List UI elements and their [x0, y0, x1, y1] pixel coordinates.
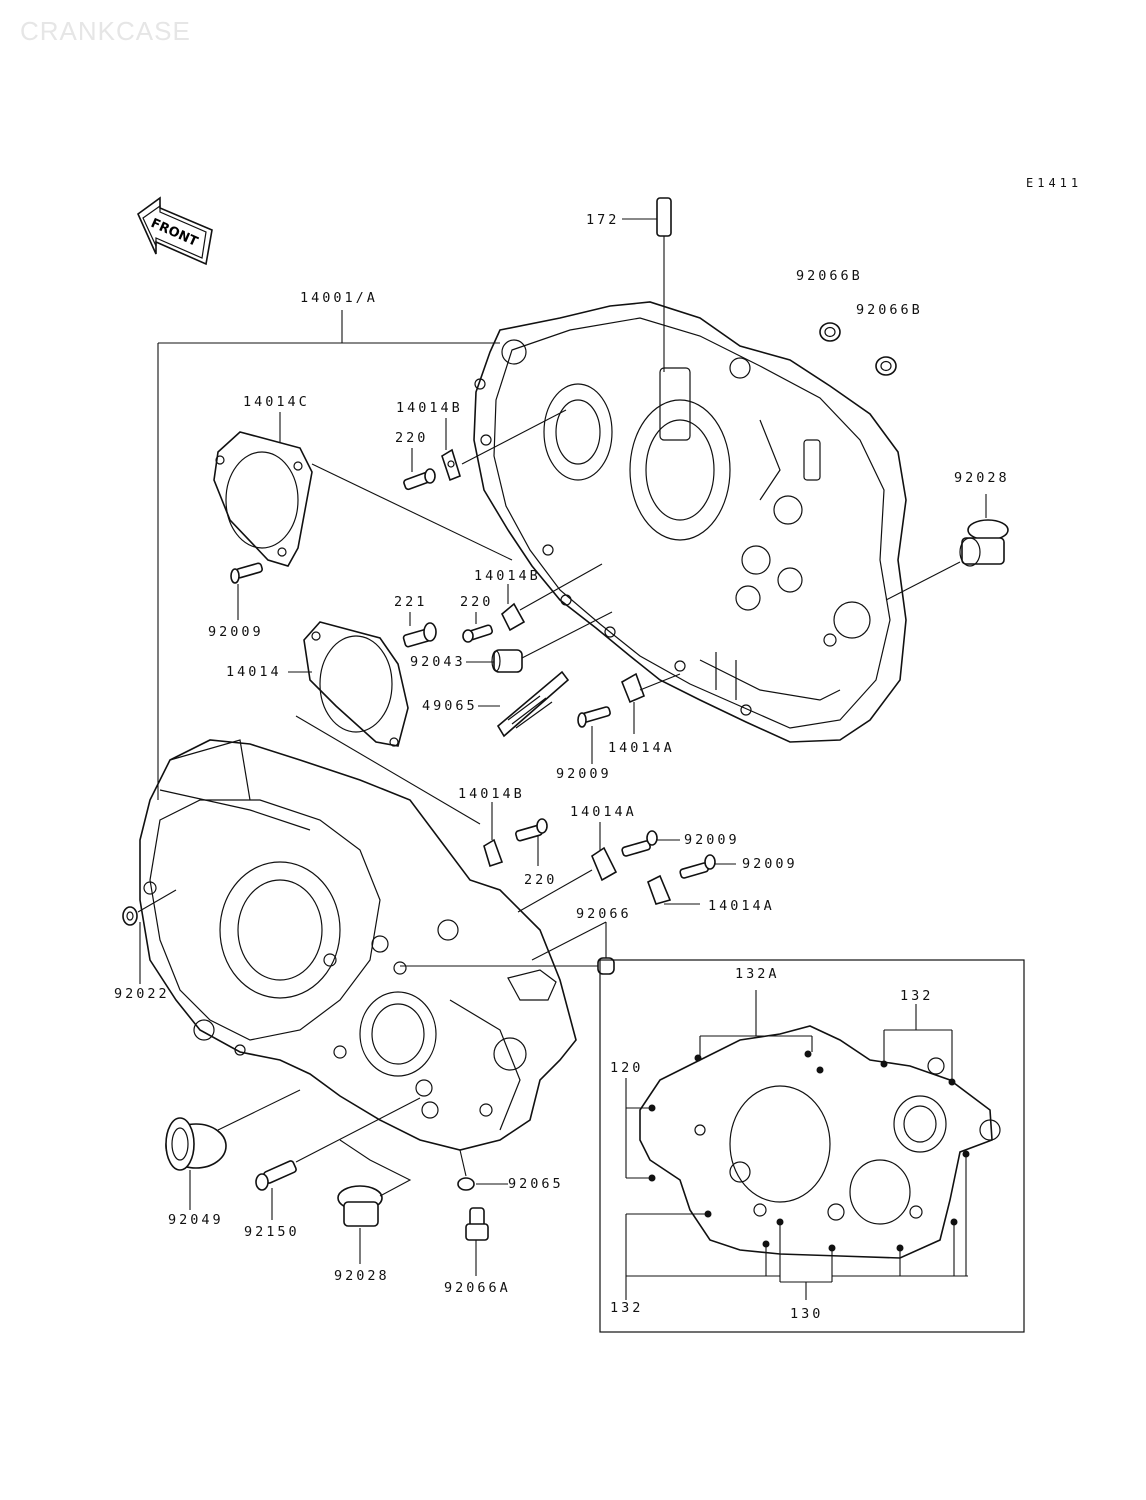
part-92009-screw-2	[577, 706, 611, 764]
label-14014a-3: 14014A	[708, 898, 775, 914]
part-14014-gasket	[288, 621, 481, 825]
part-92009-screw-1	[230, 562, 263, 620]
part-92028-bushing-lower	[337, 1139, 412, 1264]
label-92066a: 92066A	[444, 1280, 511, 1296]
part-92066b-bushing-1	[819, 322, 841, 342]
part-14014c-gasket	[213, 412, 513, 567]
part-14014a-plate-3	[647, 874, 700, 905]
label-14014a-1: 14014A	[608, 740, 675, 756]
part-172-stud	[622, 197, 672, 372]
label-92009-2: 92009	[556, 766, 612, 782]
right-crankcase-half	[473, 301, 907, 743]
part-14014b-plate-2	[501, 563, 603, 632]
part-14014b-plate-3	[483, 802, 504, 868]
label-220-2: 220	[460, 594, 494, 610]
label-92009-1: 92009	[208, 624, 264, 640]
part-92009-screw-3	[621, 830, 680, 857]
part-92066a-plug	[465, 1207, 489, 1276]
label-92028-1: 92028	[954, 470, 1010, 486]
part-220-bolt-2	[462, 612, 493, 643]
label-14014: 14014	[226, 664, 282, 680]
label-132a: 132A	[735, 966, 780, 982]
label-14014c: 14014C	[243, 394, 310, 410]
front-arrow-icon: FRONT	[137, 196, 213, 266]
label-130: 130	[790, 1306, 824, 1322]
diagram-reference-code: E1411	[1026, 176, 1083, 190]
label-92043: 92043	[410, 654, 466, 670]
part-92150-bolt	[255, 1097, 421, 1220]
part-92049-seal	[165, 1089, 301, 1210]
label-92066b-1: 92066B	[796, 268, 863, 284]
part-92066b-bushing-2	[875, 356, 897, 376]
label-220-1: 220	[395, 430, 429, 446]
left-crankcase-half	[139, 739, 577, 1151]
part-49065-plate	[478, 670, 570, 738]
part-92009-screw-4	[679, 854, 736, 879]
label-92066: 92066	[576, 906, 632, 922]
part-92022-washer	[122, 889, 177, 984]
part-221-bolt	[402, 612, 437, 648]
label-220-3: 220	[524, 872, 558, 888]
label-14014b-1: 14014B	[396, 400, 463, 416]
label-92049: 92049	[168, 1212, 224, 1228]
watermark-title: CRANKCASE	[20, 16, 191, 46]
label-92022: 92022	[114, 986, 170, 1002]
part-92066-plug	[400, 921, 615, 975]
assembly-bracket-14001a	[157, 310, 500, 800]
part-220-bolt-3	[515, 818, 548, 866]
part-92043-dowel	[466, 611, 613, 673]
label-92150: 92150	[244, 1224, 300, 1240]
part-14014b-plate-1	[441, 409, 567, 482]
label-14014a-2: 14014A	[570, 804, 637, 820]
label-14014b-3: 14014B	[458, 786, 525, 802]
label-49065: 49065	[422, 698, 478, 714]
part-92065-washer	[457, 1149, 508, 1191]
label-92065: 92065	[508, 1176, 564, 1192]
label-92009-4: 92009	[742, 856, 798, 872]
label-120: 120	[610, 1060, 644, 1076]
label-14014b-2: 14014B	[474, 568, 541, 584]
fastener-inset-panel	[599, 959, 1025, 1333]
label-132-2: 132	[610, 1300, 644, 1316]
part-220-bolt-1	[403, 448, 436, 491]
part-14014a-plate-2	[517, 822, 618, 913]
label-132-1: 132	[900, 988, 934, 1004]
label-92028-2: 92028	[334, 1268, 390, 1284]
label-92066b-2: 92066B	[856, 302, 923, 318]
label-172: 172	[586, 212, 620, 228]
part-92028-bushing-right	[885, 494, 1009, 601]
label-92009-3: 92009	[684, 832, 740, 848]
part-14014a-plate-1	[620, 672, 681, 734]
label-221: 221	[394, 594, 428, 610]
label-14001a: 14001/A	[300, 290, 378, 306]
